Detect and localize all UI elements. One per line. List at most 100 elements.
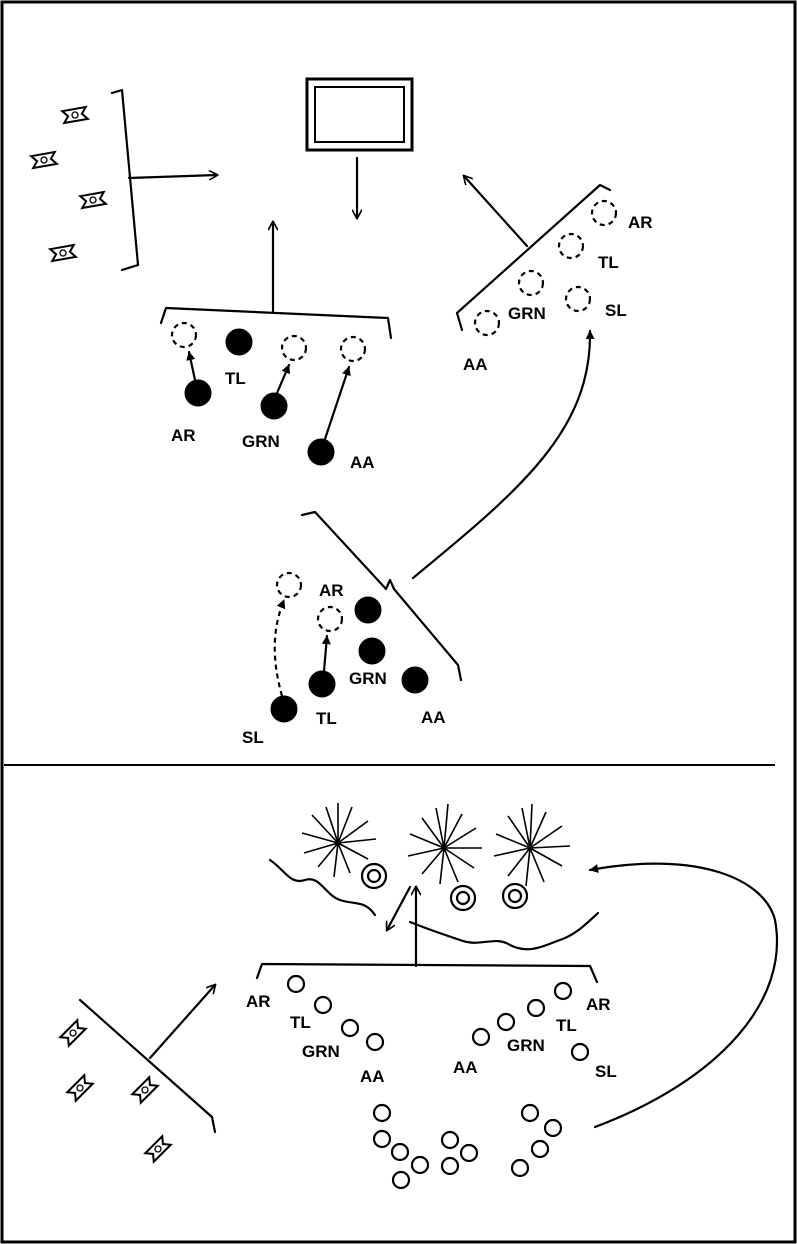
label-ar: AR [246,992,271,1011]
soldier-ar [553,981,573,1001]
label-ar: AR [171,426,196,445]
wedge-bracket [300,510,463,682]
soldier-tl-position [316,605,344,633]
explosion-icon [407,803,482,885]
tank-icon [59,1019,87,1047]
trench-line-left [268,858,377,917]
trench-line-right [408,911,600,951]
tank-icon [61,106,89,124]
follow-on-soldier [372,1103,392,1123]
label-sl: SL [242,728,264,747]
soldier-sl [270,695,298,723]
follow-on-soldier [459,1143,479,1163]
soldier-aa [471,1027,491,1047]
soldier-ar [354,596,382,624]
move-arrow-ar [186,350,197,382]
tank-icon [79,191,107,209]
soldier-ar-position [590,199,618,227]
maneuver-arrow [411,329,595,580]
tank-icon [66,1074,94,1102]
soldier-aa [365,1032,385,1052]
soldier-ar [184,379,212,407]
assault-line-bracket [255,962,599,984]
label-aa: AA [463,355,488,374]
label-aa: AA [350,453,375,472]
label-grn: GRN [507,1036,545,1055]
follow-on-soldier [391,1170,411,1190]
move-arrow-grn [275,363,291,395]
follow-on-soldier [372,1129,392,1149]
tank-icon [30,151,58,169]
soldier-tl [225,328,253,356]
bunker-target [449,884,477,912]
label-tl: TL [290,1013,311,1032]
tank-icon [49,244,77,262]
follow-on-soldier [520,1103,540,1123]
soldier-tl [308,670,336,698]
maneuver-arrow-bottom [588,862,778,1129]
label-sl: SL [605,301,627,320]
soldier-ar [286,974,306,994]
follow-on-soldier [530,1139,550,1159]
tank-line-bracket [78,998,217,1134]
soldier-grn [496,1012,516,1032]
soldier-tl [526,998,546,1018]
tank-fire-arrow [148,985,215,1060]
soldier-aa-position [339,335,367,363]
label-aa: AA [421,708,446,727]
label-aa: AA [453,1058,478,1077]
soldier-grn-position [517,269,545,297]
squad-line-bracket [159,306,393,340]
label-tl: TL [225,369,246,388]
assault-arrow [387,885,412,930]
target-building-icon [305,77,414,152]
label-aa: AA [360,1067,385,1086]
tank-fire-arrow [127,175,217,178]
soldier-tl-position [557,232,585,260]
soldier-sl-position [564,285,592,313]
tank-icon [144,1135,172,1163]
move-arrow-tl [321,634,331,673]
soldier-sl [570,1042,590,1062]
label-tl: TL [316,709,337,728]
tank-icon [131,1076,159,1104]
label-sl: SL [595,1062,617,1081]
label-grn: GRN [302,1042,340,1061]
label-grn: GRN [349,669,387,688]
echelon-bracket [455,183,612,332]
label-ar: AR [319,581,344,600]
follow-on-soldier [440,1156,460,1176]
soldier-ar-position [170,321,198,349]
echelon-fire-arrow [464,176,529,248]
label-grn: GRN [508,304,546,323]
move-arrow-sl [273,599,286,697]
label-tl: TL [598,253,619,272]
explosion-icon [493,803,571,887]
bunker-target [360,862,388,890]
explosion-icon [301,803,377,878]
soldier-grn [340,1018,360,1038]
follow-on-soldier [543,1118,563,1138]
soldier-grn [358,637,386,665]
label-grn: GRN [242,432,280,451]
soldier-aa [307,438,335,466]
soldier-grn [260,392,288,420]
follow-on-soldier [510,1158,530,1178]
soldier-tl [313,995,333,1015]
soldier-grn-position [280,334,308,362]
label-tl: TL [556,1016,577,1035]
follow-on-soldier [440,1130,460,1150]
label-ar: AR [586,995,611,1014]
soldier-aa-position [473,309,501,337]
label-ar: AR [628,213,653,232]
tank-line-bracket [110,88,140,272]
move-arrow-aa [323,365,351,441]
follow-on-soldier [410,1155,430,1175]
bunker-target [501,882,529,910]
soldier-aa [401,666,429,694]
soldier-ar-position [275,571,303,599]
follow-on-soldier [390,1142,410,1162]
